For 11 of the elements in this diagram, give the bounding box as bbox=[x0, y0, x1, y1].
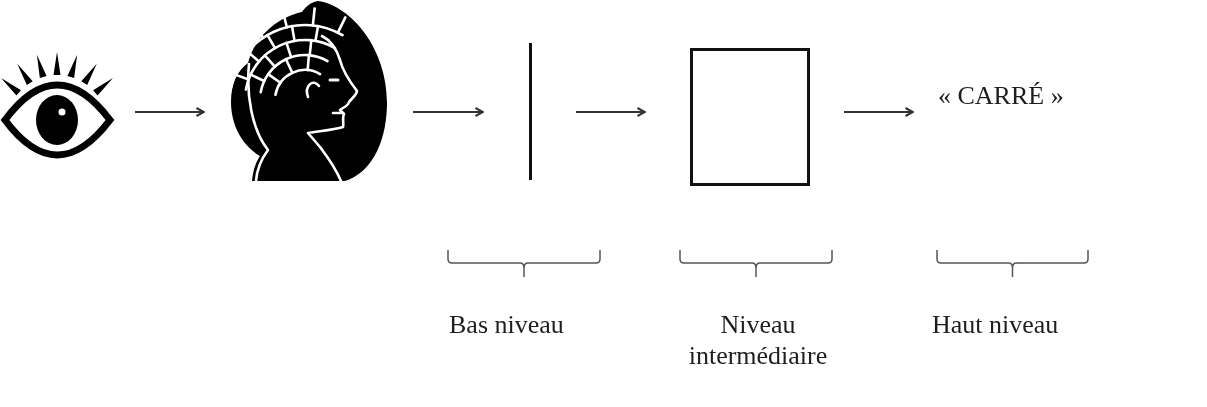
level-label: Bas niveau bbox=[449, 309, 564, 340]
arrow bbox=[575, 107, 646, 117]
level-label: Haut niveau bbox=[932, 309, 1059, 340]
level-label: Niveau intermédiaire bbox=[687, 309, 829, 371]
vertical-line bbox=[529, 43, 532, 180]
square-outline bbox=[690, 48, 810, 186]
concept-label: « CARRÉ » bbox=[938, 80, 1064, 111]
head-illustration bbox=[228, 0, 388, 182]
arrow bbox=[134, 107, 205, 117]
arrow bbox=[412, 107, 484, 117]
arrow bbox=[843, 107, 914, 117]
